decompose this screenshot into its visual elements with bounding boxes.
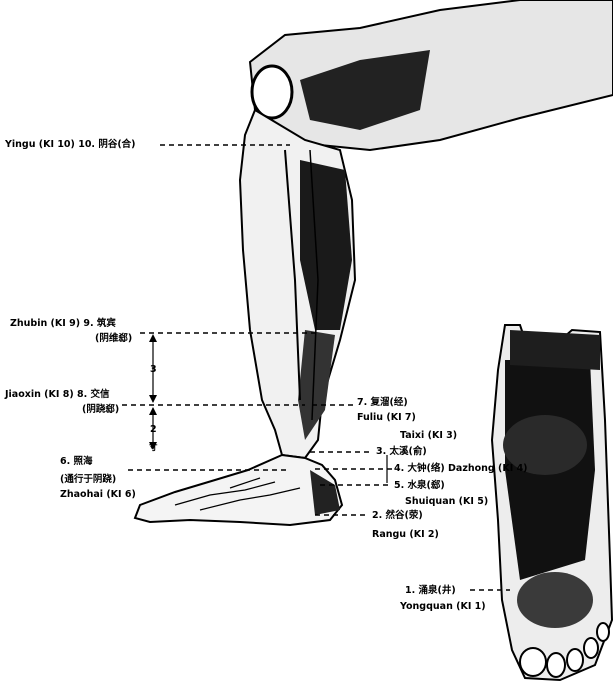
kI7-chinese: 7. 复溜(经)	[357, 397, 408, 408]
kI10-chinese: 10. 阴谷(合)	[78, 139, 135, 150]
sole-ball-shadow	[517, 572, 593, 628]
toe-5	[597, 623, 609, 641]
kI5-pinyin: Shuiquan (KI 5)	[405, 496, 488, 507]
measure-cun: 寸	[149, 443, 158, 454]
kneecap	[252, 66, 292, 118]
kI10-pinyin: Yingu (KI 10)	[5, 139, 75, 150]
kI4-chinese: 4. 大钟(络)	[394, 463, 445, 474]
measure-upper: 3	[150, 364, 157, 375]
kI8-note: (阴跷郄)	[82, 404, 119, 415]
label-kI10: Yingu (KI 10) 10. 阴谷(合)	[5, 139, 136, 150]
kI1-chinese: 1. 涌泉(井)	[405, 585, 456, 596]
toe-1	[520, 648, 546, 676]
kI2-chinese: 2. 然谷(荥)	[372, 510, 423, 521]
thigh-shape	[250, 0, 613, 150]
kI9-pinyin: Zhubin (KI 9)	[10, 318, 80, 329]
toe-3	[567, 649, 583, 671]
kI7-pinyin: Fuliu (KI 7)	[357, 412, 416, 423]
kI6-pinyin: Zhaohai (KI 6)	[60, 489, 136, 500]
measure-lower: 2	[150, 424, 157, 435]
arrow-up-top	[149, 334, 157, 342]
arrow-down-mid	[149, 395, 157, 403]
kI3-chinese: 3. 太溪(俞)	[376, 446, 427, 457]
kI2-pinyin: Rangu (KI 2)	[372, 529, 439, 540]
kI9-note: (阴维郄)	[95, 333, 132, 344]
toe-2	[547, 653, 565, 677]
kI6-chinese: 6. 照海	[60, 456, 93, 467]
label-kI9: Zhubin (KI 9) 9. 筑宾	[10, 318, 116, 329]
label-kI4: 4. 大钟(络) Dazhong (KI 4)	[394, 463, 528, 474]
kI3-pinyin: Taixi (KI 3)	[400, 430, 457, 441]
kI8-chinese: 8. 交信	[77, 389, 110, 400]
label-kI8: Jiaoxin (KI 8) 8. 交信	[5, 389, 110, 400]
kI5-chinese: 5. 水泉(郄)	[394, 480, 445, 491]
foot-side	[135, 455, 342, 525]
kI1-pinyin: Yongquan (KI 1)	[400, 601, 486, 612]
kI4-pinyin: Dazhong (KI 4)	[448, 463, 527, 474]
kI8-pinyin: Jiaoxin (KI 8)	[5, 389, 74, 400]
toe-4	[584, 638, 598, 658]
kI9-chinese: 9. 筑宾	[83, 318, 116, 329]
arrow-up-mid	[149, 407, 157, 415]
sole-ankle-shadow	[510, 330, 600, 370]
kI6-note: (通行于阴跷)	[60, 474, 116, 485]
